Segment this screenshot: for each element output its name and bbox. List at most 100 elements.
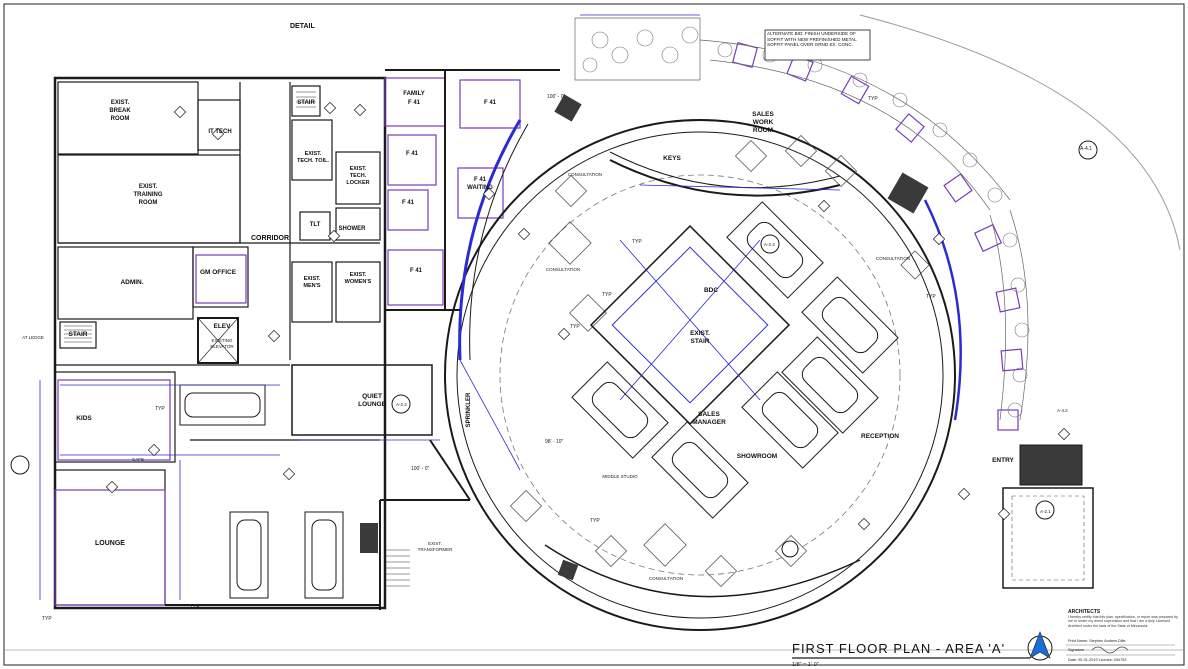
training-room-label-2: TRAINING [134,192,163,198]
tech-toil-label-1: EXIST. [305,151,322,157]
dark-column [360,523,378,553]
gm-office-outline [195,254,247,304]
showroom-label: SHOWROOM [737,453,777,460]
kids-outline [57,379,171,461]
bdc-label: BDC [704,287,718,294]
shower-label: SHOWER [339,226,367,232]
sales-work-room-label-3: ROOM [753,127,773,134]
typ-tag: TYP [190,604,200,610]
sheet-border [3,3,1185,666]
elev-note-1: EXISTING [211,338,233,343]
vehicle [651,421,749,519]
entry-roof-dark [1019,444,1083,486]
typ-tag: TYP [602,292,612,298]
elev-100-tag: 100' - 0" [547,94,566,100]
outer-boundary-arc [859,14,1181,251]
break-room-label-2: BREAK [109,108,131,114]
tech-toil-walls [291,119,333,181]
vehicle [179,384,266,426]
center-display-dim [611,246,769,404]
dimension-strings [39,14,841,600]
waiting-outline [457,167,504,219]
sales-manager-label-1: SALES [698,411,720,418]
dark-column [557,559,579,581]
sales-work-room-label-2: WORK [753,119,774,126]
womens-label-1: EXIST. [350,272,367,278]
admin-label: ADMIN. [120,279,143,286]
kids-walls [54,371,176,463]
consultation-label-1: CONSULTATION [568,172,602,177]
f41-outline-4 [387,249,444,306]
lounge-label: LOUNGE [95,540,125,547]
vehicle [781,336,879,434]
lounge-outline [54,489,166,606]
sprinkler-label: SPRINKLER [466,392,472,427]
f41-outline-2 [387,134,437,186]
keys-label: KEYS [663,155,681,162]
elev-98-tag: 98' - 10" [545,439,564,445]
elev-note-2: ELEVATOR [210,344,234,349]
womens-walls [335,261,381,323]
tech-locker-label-3: LOCKER [346,180,369,186]
showroom-rotunda [444,119,962,631]
tag-diamonds [105,101,1071,531]
section-marker [760,234,780,254]
entry-canopy [1002,487,1094,589]
reception-label: RECEPTION [861,433,899,440]
link-walls [165,69,560,610]
section-marker [781,540,799,558]
mens-label-1: EXIST. [304,276,321,282]
ref-a42: A-4.2 [1057,408,1068,413]
rotunda-soffit-line [499,174,901,576]
cafe-label: CAFE [132,457,144,462]
sheet-scale: 1/8" = 1'-0" [792,662,819,668]
dark-column [887,172,929,214]
ref-a22: A-2.2 [396,402,407,407]
section-marker [1078,140,1098,160]
planter-north [574,17,701,81]
rotunda-outer-wall [444,119,956,631]
section-marker [10,455,30,475]
window-box [840,75,870,105]
dark-column [554,94,582,122]
typ-tag: TYP [590,518,600,524]
quiet-lounge-walls [291,364,433,436]
mens-label-2: MEN'S [303,283,321,289]
title-block: FIRST FLOOR PLAN - AREA 'A' 1/8" = 1'-0"… [792,609,1178,668]
exist-stair-label-2: STAIR [690,338,709,345]
window-box [895,113,925,143]
f41-label-4: F 41 [474,177,487,183]
tlt-label: TLT [310,222,321,228]
sales-work-partition [609,159,841,197]
f41-outline-3 [387,189,429,231]
corridor-label: CORRIDOR [251,235,289,242]
window-box [995,287,1021,313]
vehicle [304,511,344,599]
left-curved-partition-2 [469,123,529,361]
stair-top-walls [291,85,321,117]
it-tech-walls [197,99,241,151]
architects-label: ARCHITECTS [1068,609,1101,615]
it-tech-label: IT TECH [208,129,231,135]
finish-outlines [54,42,1024,606]
left-wing-exterior-wall [53,76,387,610]
alternate-bid-note-text: ALTERNATE BID: FINISH UNDERSIDE OF SOFFI… [767,31,857,48]
section-marker [391,394,411,414]
training-room-label-3: ROOM [139,200,158,206]
ref-a23: A-2.3 [764,242,775,247]
right-curved-partition [923,199,962,421]
center-display-frame [589,224,791,426]
f41-label-6: F 41 [410,268,423,274]
tech-locker-label-2: TECH. [350,173,367,179]
sheet-title: FIRST FLOOR PLAN - AREA 'A' [792,641,1005,656]
typ-tag: TYP [42,616,52,622]
transformer-label-1: EXIST. [428,541,442,546]
rotunda-inner-wall [456,131,944,619]
signature-label: Signature [1068,648,1084,652]
landscape-plantings [574,17,1029,421]
sales-manager-label-2: MANAGER [692,419,726,426]
ref-a41: A-4.1 [1080,146,1092,152]
architects-text: I hereby certify that this plan, specifi… [1068,615,1178,628]
